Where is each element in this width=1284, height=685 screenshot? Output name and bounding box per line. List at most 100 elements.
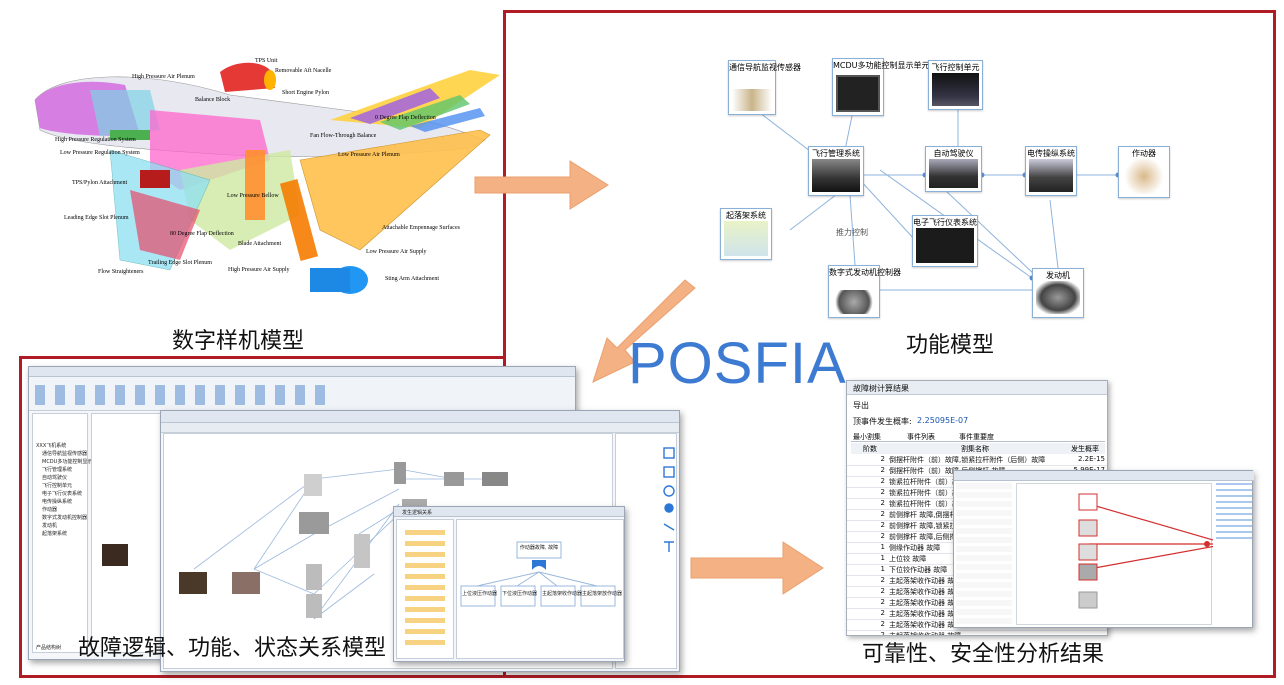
caption-digital-model: 数字样机模型 [172, 329, 305, 354]
tree-item[interactable]: 飞行管理系统 [42, 467, 73, 473]
tree-item[interactable]: 通信导航监视传感器 [42, 451, 88, 457]
cell-order: 2 [880, 499, 885, 507]
function-node-label: 飞行控制单元 [931, 63, 980, 72]
result-title: 故障树计算结果 [853, 384, 909, 393]
title-bar: 发生逻辑关系 [394, 507, 624, 517]
aircraft-label: Low Pressure Air Supply [366, 249, 427, 255]
cell-order: 2 [880, 587, 885, 595]
aircraft-label: TPS Unit [255, 58, 278, 64]
aircraft-label: Fan Flow-Through Balance [310, 133, 377, 139]
tree-item[interactable]: XXX飞机系统 [36, 443, 67, 449]
cell-order: 2 [880, 598, 885, 606]
function-node-fms[interactable]: 飞行管理系统 [808, 146, 864, 196]
aircraft-label: Blade Attachment [238, 241, 282, 247]
arrow-right-bottom [690, 541, 824, 595]
tree-item[interactable]: 作动器 [42, 507, 58, 513]
tree-item[interactable]: 电传操纵系统 [42, 499, 73, 505]
cell-order: 2 [880, 609, 885, 617]
tree-item[interactable]: 数字式发动机控制器 [42, 515, 88, 521]
cell-name: 前侧撑杆 故障,后侧撑杆 [889, 533, 964, 541]
cell-order: 2 [880, 521, 885, 529]
cell-name: 主起落架收作动器 故障, [889, 577, 964, 585]
cell-order: 2 [880, 488, 885, 496]
aircraft-label: 80 Degree Flap Deflection [170, 231, 234, 237]
aircraft-label: Sting Arm Attachment [385, 276, 439, 282]
red-frame [503, 10, 1276, 678]
cell-name: 下位铰作动器 故障 [889, 566, 948, 574]
function-node-efis[interactable]: 电子飞行仪表系统 [912, 215, 978, 267]
aircraft-label: Flow Straighteners [98, 269, 144, 275]
function-node-label: 发动机 [1046, 271, 1070, 280]
function-node-ap[interactable]: 自动驾驶仪 [925, 146, 982, 192]
aircraft-model: TPS Unit Removable Aft Nacelle High Pres… [30, 40, 500, 300]
function-node-label: 数字式发动机控制器 [829, 268, 901, 277]
top-prob-label: 顶事件发生概率: [853, 417, 912, 426]
ribbon-toolbar [29, 377, 575, 411]
caption-reliability-result: 可靠性、安全性分析结果 [862, 642, 1105, 667]
function-node-nav[interactable]: 通信导航监视传感器 [728, 60, 801, 115]
function-node-label: MCDU多功能控制显示单元 [833, 61, 930, 70]
export-button[interactable]: 导出 [853, 401, 869, 410]
arrow-right-top [474, 160, 609, 210]
function-node-fadec[interactable]: 数字式发动机控制器 [828, 265, 901, 318]
cell-order: 2 [880, 576, 885, 584]
function-model: 通信导航监视传感器 MCDU多功能控制显示单元 飞行控制单元 飞行管理系统 自动… [700, 50, 1190, 330]
cell-name: 倒摆杆附件（前）故障,锁紧拉杆附件（后侧）故障 [889, 456, 1046, 464]
cell-order: 1 [880, 565, 885, 573]
cell-order: 2 [880, 532, 885, 540]
title-bar [161, 411, 679, 423]
aircraft-label: High Pressure Regulation System [55, 137, 136, 143]
cell-order: 1 [880, 543, 885, 551]
logic-tree [396, 519, 454, 659]
tree-item[interactable]: 发动机 [42, 523, 58, 529]
cell-name: 前侧撑杆 故障,倒摆杆附件 [889, 511, 971, 519]
cell-name: 主起落架收作动器 故障, [889, 610, 964, 618]
tree-item[interactable]: MCDU多功能控制显示单元 [42, 459, 103, 465]
logic-panel-window: 发生逻辑关系 作动器故障, 故障 上位液压作动器 下位液压作动器 主起落架收作动… [393, 506, 625, 662]
tree-item[interactable]: 电子飞行仪表系统 [42, 491, 83, 497]
caption-fault-model: 故障逻辑、功能、状态关系模型 [78, 636, 387, 661]
cell-name: 锁紧拉杆附件（前）故障, [889, 478, 969, 486]
function-node-fbw[interactable]: 电传操纵系统 [1025, 146, 1077, 196]
posfia-title: POSFIA [628, 331, 847, 396]
cell-name: 主起落架收作动器 故障, [889, 599, 964, 607]
function-node-eng[interactable]: 发动机 [1032, 268, 1084, 318]
fault-tree-canvas: 作动器故障, 故障 上位液压作动器 下位液压作动器 主起落架收作动器 主起落架放… [456, 519, 624, 659]
product-tree-pane: XXX飞机系统 通信导航监视传感器 MCDU多功能控制显示单元 飞行管理系统 自… [32, 413, 102, 653]
function-node-fcu[interactable]: 飞行控制单元 [928, 60, 983, 110]
cell-name: 锁紧拉杆附件（前）故障, [889, 500, 969, 508]
tree-item[interactable]: 起落架系统 [42, 531, 68, 537]
cell-name: 前侧撑杆 故障,锁紧拉杆附 [889, 522, 971, 530]
aircraft-label: Attachable Empennage Surfaces [382, 225, 460, 231]
aircraft-label: High Pressure Air Supply [228, 267, 290, 273]
tab-event-list[interactable]: 事件列表 [907, 433, 935, 441]
cell-name: 主起落架收作动器 故障, [889, 632, 964, 636]
function-node-act[interactable]: 作动器 [1118, 146, 1170, 198]
function-node-label: 通信导航监视传感器 [729, 63, 801, 72]
thrust-control-label: 推力控制 [836, 228, 868, 237]
function-node-mcdu[interactable]: MCDU多功能控制显示单元 [832, 58, 930, 116]
tree-item[interactable]: 飞行控制单元 [42, 483, 73, 489]
tree-footer: 产品结构树 [36, 645, 62, 651]
cell-order: 1 [880, 554, 885, 562]
function-node-label: 起落架系统 [726, 211, 766, 220]
tree-item[interactable]: 自动驾驶仪 [42, 475, 68, 481]
title-bar [29, 367, 575, 377]
cell-order: 2 [880, 510, 885, 518]
logic-leaf: 上位液压作动器 [462, 591, 498, 597]
tab-importance[interactable]: 事件重要度 [959, 433, 994, 441]
arrow-down-left [592, 279, 696, 383]
tab-min-cut[interactable]: 最小割集 [853, 433, 881, 441]
cell-name: 上位铰 故障 [889, 555, 927, 563]
function-node-label: 电子飞行仪表系统 [913, 218, 977, 227]
function-node-lg[interactable]: 起落架系统 [720, 208, 772, 260]
cell-name: 锁紧拉杆附件（前）故障, [889, 489, 969, 497]
aircraft-label: Low Pressure Regulation System [60, 150, 140, 156]
aircraft-label: Low Pressure Air Plenum [338, 152, 400, 158]
cell-order: 2 [880, 455, 885, 463]
cell-name: 主起落架收作动器 故障, [889, 588, 964, 596]
aircraft-label: Leading Edge Slot Plenum [64, 215, 129, 221]
